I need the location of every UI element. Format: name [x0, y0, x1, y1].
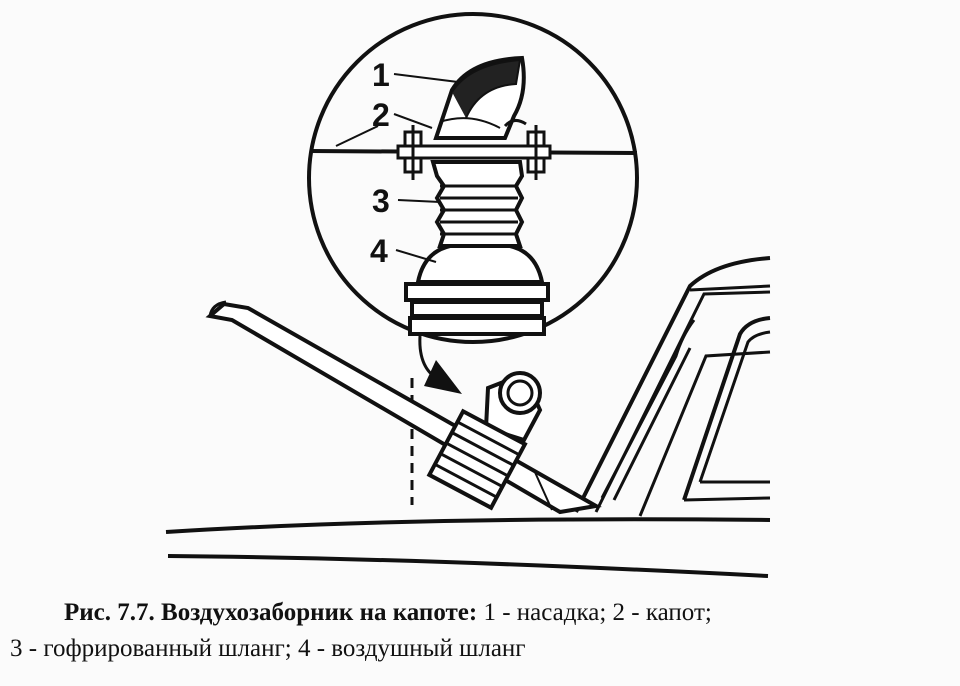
installed-intake — [426, 371, 543, 511]
caption-title: Рис. 7.7. Воздухозаборник на капоте: — [64, 599, 478, 626]
caption-line-2: 3 - гофрированный шланг; 4 - воздушный ш… — [10, 634, 526, 662]
detail-magnifier — [307, 12, 639, 344]
callout-3: 3 — [372, 183, 390, 219]
leader-lines — [335, 73, 459, 263]
cabin — [574, 256, 771, 517]
pointer-arrow — [418, 335, 462, 394]
hood-side-edge — [167, 554, 769, 578]
air-hose — [404, 244, 550, 336]
vehicle-drawing — [165, 256, 771, 578]
caption-line-1: Рис. 7.7. Воздухозаборник на капоте: 1 -… — [10, 595, 955, 631]
corrugated-hose — [430, 160, 525, 248]
air-intake-illustration: 1 2 3 4 — [165, 12, 771, 578]
callout-4: 4 — [370, 233, 388, 269]
magnifier-circle — [307, 12, 639, 344]
nozzle — [433, 55, 527, 140]
caption-parts-1-2: 1 - насадка; 2 - капот; — [477, 599, 712, 626]
callout-1: 1 — [372, 57, 390, 93]
figure-caption: Рис. 7.7. Воздухозаборник на капоте: 1 -… — [10, 595, 955, 666]
flange-bolts — [396, 125, 552, 180]
hood-top-edge — [165, 517, 771, 534]
callout-2: 2 — [372, 97, 390, 133]
